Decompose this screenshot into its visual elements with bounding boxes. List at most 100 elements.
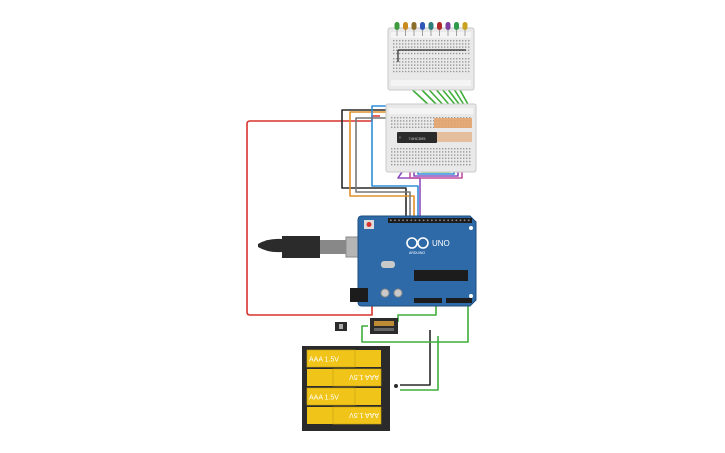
breadboard-hole [441,43,443,45]
breadboard-hole [426,52,428,55]
breadboard-hole [415,117,417,119]
header-pin [451,219,454,222]
header-pin [410,219,413,222]
breadboard-hole [393,43,395,45]
breadboard-hole [430,123,432,125]
breadboard-hole [412,117,414,119]
shift-register-ic: 74HC595 [397,132,437,143]
breadboard-hole [399,52,401,55]
breadboard-hole [469,148,471,150]
battery-cell-label: AAA 1.5V [349,373,379,380]
breadboard-hole [456,46,458,48]
breadboard-hole [460,148,462,150]
breadboard-hole [426,43,428,45]
resistor-bank [434,118,472,142]
breadboard-hole [421,157,423,159]
breadboard-hole [469,157,471,159]
breadboard-hole [400,126,402,128]
wire-red-power [246,115,380,316]
breadboard-hole [406,117,408,119]
breadboard-hole [394,148,396,150]
battery-cell: AAA 1.5V [307,406,382,425]
breadboard-hole [447,58,449,60]
breadboard-hole [429,61,431,63]
header-pin [414,219,417,222]
breadboard-hole [448,117,450,119]
breadboard-hole [393,46,395,48]
breadboard-hole [444,46,446,48]
breadboard-hole [462,46,464,48]
breadboard-hole [448,164,450,166]
breadboard-hole [468,46,470,48]
breadboard-hole [436,148,438,150]
breadboard-hole [399,40,401,42]
breadboard-hole [451,117,453,119]
breadboard-hole [397,148,399,150]
breadboard-hole [444,52,446,55]
breadboard-hole [402,52,404,55]
breadboard-hole [463,154,465,156]
breadboard-hole [408,61,410,63]
breadboard-hole [411,43,413,45]
breadboard-hole [454,148,456,150]
breadboard-hole [394,117,396,119]
breadboard-hole [424,160,426,163]
breadboard-hole [429,46,431,48]
breadboard-hole [469,154,471,156]
breadboard-hole [456,61,458,63]
breadboard-hole [454,151,456,153]
breadboard-hole [462,58,464,60]
breadboard-hole [415,148,417,150]
breadboard-hole [448,154,450,156]
breadboard-hole [426,70,428,73]
breadboard-hole [463,160,465,163]
breadboard-hole [441,61,443,63]
breadboard-hole [459,46,461,48]
breadboard-hole [420,58,422,60]
breadboard-hole [442,157,444,159]
breadboard-hole [397,120,399,122]
breadboard-hole [457,164,459,166]
breadboard-hole [402,58,404,60]
breadboard-hole [456,67,458,69]
wire-orange [349,111,415,222]
breadboard-hole [414,52,416,55]
breadboard-hole [465,52,467,55]
breadboard-hole [391,120,393,122]
battery-cell-label: AAA 1.5V [349,411,379,418]
breadboard-hole [427,160,429,163]
breadboard-hole [444,40,446,42]
ic-label: 74HC595 [409,136,427,141]
breadboard-hole [465,64,467,66]
header-pin [463,219,466,222]
header-pin [390,219,392,222]
breadboard-hole [424,120,426,122]
breadboard-hole [397,157,399,159]
atmega-chip [414,270,468,281]
breadboard-hole [394,160,396,163]
breadboard-hole [462,52,464,55]
breadboard-hole [420,43,422,45]
breadboard-hole [441,67,443,69]
breadboard-hole [424,123,426,125]
breadboard-hole [411,61,413,63]
breadboard-hole [424,151,426,153]
breadboard-hole [460,154,462,156]
breadboard-hole [415,160,417,163]
breadboard-hole [460,160,462,163]
breadboard-hole [454,164,456,166]
breadboard-hole [403,154,405,156]
breadboard-hole [433,157,435,159]
breadboard-hole [459,61,461,63]
breadboard-hole [447,43,449,45]
breadboard-hole [430,117,432,119]
breadboard-hole [466,164,468,166]
wire-green-1 [361,305,469,343]
breadboard-hole [454,157,456,159]
breadboard-hole [435,67,437,69]
breadboard-hole [415,154,417,156]
breadboard-hole [459,52,461,55]
breadboard-hole [438,64,440,66]
breadboard-hole [391,164,393,166]
breadboard-hole [414,64,416,66]
